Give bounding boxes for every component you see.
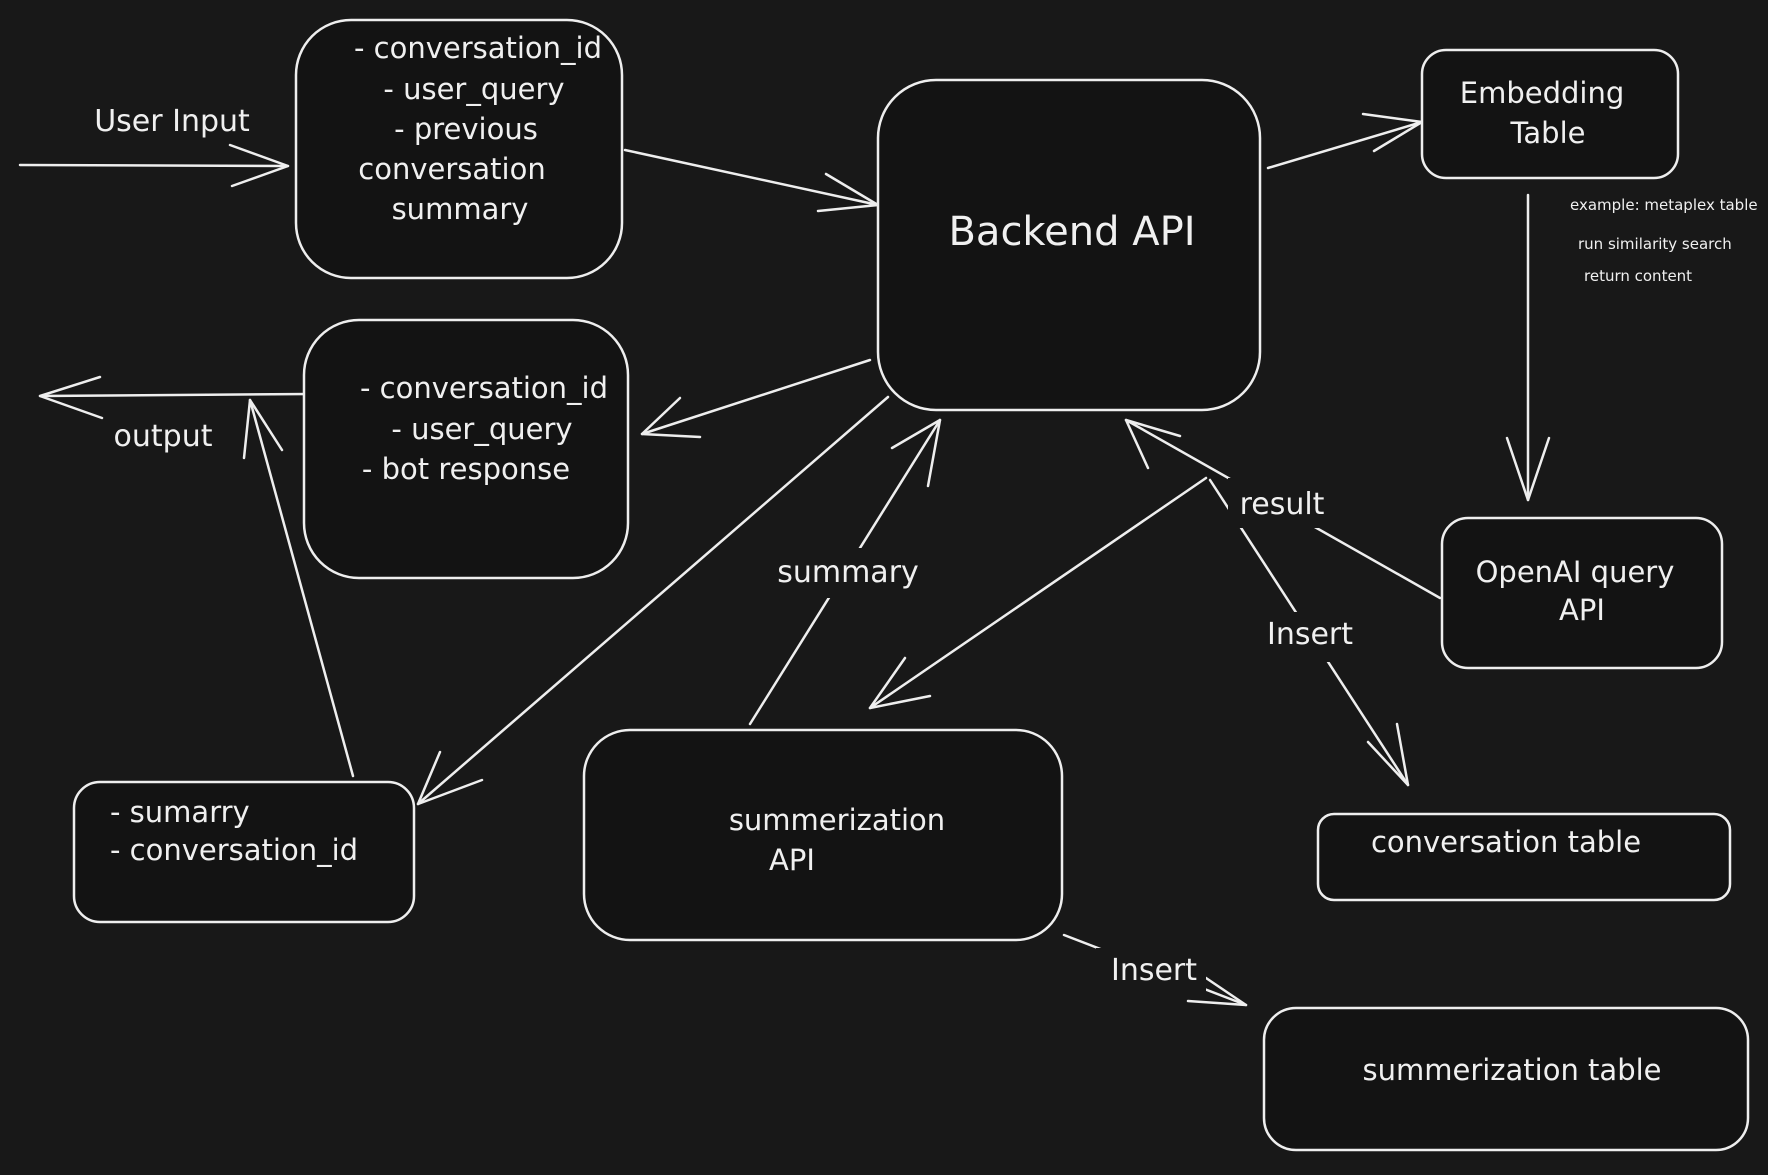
edge-backend-to-embedding xyxy=(1266,112,1424,170)
label-user-input: User Input xyxy=(94,104,250,139)
svg-text:conversation table: conversation table xyxy=(1371,825,1641,859)
edge-backend-to-summarization xyxy=(868,476,1208,710)
svg-text:API: API xyxy=(769,843,815,877)
label-result: result xyxy=(1240,487,1325,522)
svg-text:summary: summary xyxy=(392,192,529,226)
svg-text:OpenAI query: OpenAI query xyxy=(1476,555,1675,589)
node-conversation-table: conversation table xyxy=(1316,812,1732,902)
label-output: output xyxy=(114,419,213,454)
edge-user-input xyxy=(18,143,290,188)
svg-text:- sumarry: - sumarry xyxy=(110,795,250,829)
edge-backend-to-summary-payload xyxy=(416,395,890,806)
svg-text:- user_query: - user_query xyxy=(383,72,564,106)
node-summarization-table: summerization table xyxy=(1262,1006,1750,1152)
note-similarity: run similarity search xyxy=(1578,235,1732,253)
edge-embedding-to-openai xyxy=(1505,193,1551,502)
svg-text:- conversation_id: - conversation_id xyxy=(110,833,358,867)
label-insert-conversation: Insert xyxy=(1267,617,1353,652)
edge-output xyxy=(38,375,312,420)
node-embedding-table: Embedding Table xyxy=(1420,48,1680,180)
svg-text:Backend API: Backend API xyxy=(948,209,1195,255)
node-output-payload: - conversation_id - user_query - bot res… xyxy=(302,318,630,580)
node-summary-payload: - sumarry - conversation_id xyxy=(72,780,416,924)
svg-text:- conversation_id: - conversation_id xyxy=(360,371,608,405)
label-insert-summarization-bg xyxy=(1096,948,1206,996)
label-summary-bg xyxy=(772,548,924,598)
embedding-notes: example: metaplex table run similarity s… xyxy=(1570,196,1758,285)
label-result-bg xyxy=(1228,478,1338,528)
svg-text:conversation: conversation xyxy=(358,152,545,186)
svg-text:summerization: summerization xyxy=(729,803,945,837)
svg-text:Embedding: Embedding xyxy=(1460,76,1624,110)
svg-text:- bot response: - bot response xyxy=(362,452,570,486)
edge-backend-to-output xyxy=(640,358,872,439)
label-insert-conversation-bg xyxy=(1252,612,1362,662)
svg-text:- conversation_id: - conversation_id xyxy=(354,31,602,65)
edge-input-to-backend xyxy=(623,148,880,213)
label-insert-summarization: Insert xyxy=(1111,953,1197,988)
svg-text:- user_query: - user_query xyxy=(391,412,572,446)
node-summarization-api: summerization API xyxy=(582,728,1064,942)
node-openai-query-api: OpenAI query API xyxy=(1440,516,1724,670)
node-backend-api: Backend API xyxy=(876,78,1262,412)
svg-text:API: API xyxy=(1559,593,1605,627)
note-example: example: metaplex table xyxy=(1570,196,1758,214)
note-return: return content xyxy=(1584,267,1692,285)
svg-text:summerization table: summerization table xyxy=(1362,1053,1661,1087)
edge-summary-payload-to-output xyxy=(242,398,355,778)
svg-text:- previous: - previous xyxy=(394,112,538,146)
label-summary: summary xyxy=(777,555,919,590)
svg-text:Table: Table xyxy=(1510,116,1586,150)
node-input-payload: - conversation_id - user_query - previou… xyxy=(294,18,624,280)
